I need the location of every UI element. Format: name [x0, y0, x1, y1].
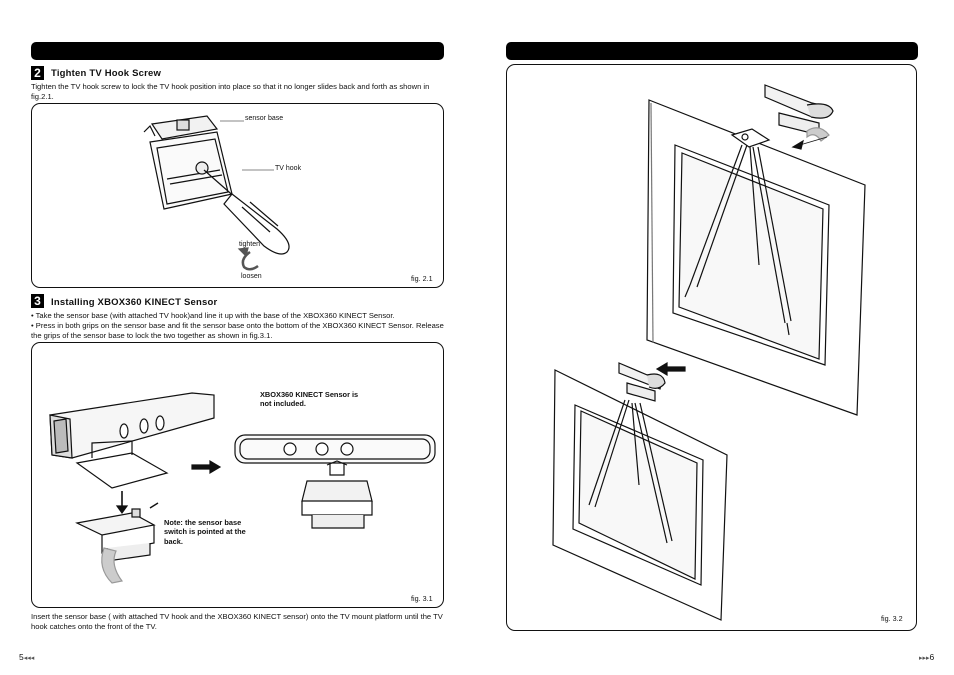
step-3-bullet-1: • Take the sensor base (with attached TV… [31, 311, 395, 320]
figure-2-1-caption: fig. 2.1 [411, 274, 433, 283]
mount-instruction-text: Insert the sensor base ( with attached T… [31, 612, 443, 631]
right-header-bar [506, 42, 918, 60]
left-header-bar [31, 42, 444, 60]
right-page-number: ▸▸▸6 [919, 652, 934, 662]
tv-hook-screwdriver-illustration [143, 115, 290, 271]
sensor-base-label: sensor base [245, 115, 284, 122]
page-arrow-right-icon: ▸▸▸ [919, 655, 930, 662]
figure-3-1-caption: fig. 3.1 [411, 594, 433, 603]
tv-mount-installation-illustration [552, 84, 866, 621]
kinect-not-included-note: XBOX360 KINECT Sensor is not included. [260, 390, 359, 409]
figure-3-2-caption: fig. 3.2 [881, 614, 903, 623]
figure-2-1-frame: sensor base TV hook tighten loosen fig. … [31, 103, 444, 288]
figure-3-2-frame: fig. 3.2 [506, 64, 917, 631]
tv-hook-label: TV hook [275, 165, 302, 172]
step-3-title: Installing XBOX360 KINECT Sensor [51, 297, 218, 308]
step-2-title: Tighten TV Hook Screw [51, 68, 162, 79]
page-number-6: 6 [929, 652, 935, 662]
step-3-bullet-2: • Press in both grips on the sensor base… [31, 321, 444, 340]
page-arrow-left-icon: ◂◂◂ [23, 655, 35, 662]
sensor-switch-note: Note: the sensor base switch is pointed … [164, 518, 246, 546]
loosen-label: loosen [241, 273, 262, 280]
step-2-text: Tighten the TV hook screw to lock the TV… [31, 82, 430, 101]
page-number-5: 5 [19, 652, 24, 662]
kinect-assembly-illustration [49, 392, 436, 584]
step-2-number: 2 [31, 66, 44, 80]
figure-3-1-frame: XBOX360 KINECT Sensor is not included. N… [31, 342, 444, 608]
tighten-label: tighten [239, 241, 261, 248]
step-3-number: 3 [31, 294, 44, 308]
left-page-number: 5◂◂◂ [19, 652, 34, 662]
